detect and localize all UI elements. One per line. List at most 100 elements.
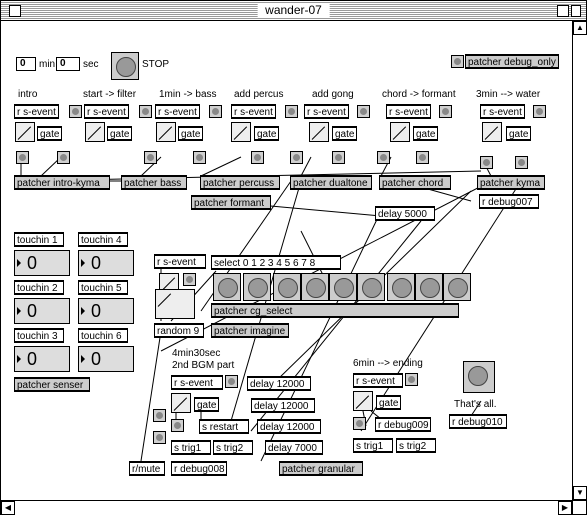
touchin-4[interactable]: touchin 4 bbox=[78, 232, 128, 247]
bang-icon[interactable] bbox=[209, 105, 222, 118]
r-s-event[interactable]: r s-event bbox=[14, 104, 59, 119]
cg-bang-2[interactable] bbox=[273, 273, 301, 301]
delay-12000[interactable]: delay 12000 bbox=[251, 398, 315, 413]
bang-icon[interactable] bbox=[480, 156, 493, 169]
r-s-event[interactable]: r s-event bbox=[155, 104, 200, 119]
debug-bang[interactable] bbox=[451, 55, 464, 68]
patcher-intro-kyma[interactable]: patcher intro-kyma bbox=[14, 175, 110, 190]
touchin-1[interactable]: touchin 1 bbox=[14, 232, 64, 247]
bang-icon[interactable] bbox=[533, 105, 546, 118]
scroll-down-arrow-icon[interactable]: ▼ bbox=[573, 486, 587, 500]
select-0-8[interactable]: select 0 1 2 3 4 5 6 7 8 bbox=[211, 255, 341, 270]
vertical-scrollbar[interactable]: ▲ ▼ bbox=[572, 21, 587, 500]
s-trig2[interactable]: s trig2 bbox=[213, 440, 253, 455]
gate-object[interactable]: gate bbox=[413, 126, 439, 141]
bang-icon[interactable] bbox=[153, 431, 166, 444]
cg-bang-0[interactable] bbox=[213, 273, 241, 301]
bang-icon[interactable] bbox=[285, 105, 298, 118]
gate-toggle[interactable] bbox=[353, 391, 373, 411]
patcher-canvas[interactable]: 0 min 0 sec STOP patcher debug_only intr… bbox=[1, 21, 572, 500]
r-debug009[interactable]: r debug009 bbox=[375, 417, 431, 432]
s-trig1[interactable]: s trig1 bbox=[171, 440, 211, 455]
patcher-percuss[interactable]: patcher percuss bbox=[200, 175, 280, 190]
patcher-kyma[interactable]: patcher kyma bbox=[477, 175, 545, 190]
touchin-2-value[interactable]: 0 bbox=[14, 298, 70, 324]
cg-bang-5[interactable] bbox=[357, 273, 385, 301]
touchin-3[interactable]: touchin 3 bbox=[14, 328, 64, 343]
delay-12000[interactable]: delay 12000 bbox=[257, 419, 321, 434]
touchin-2[interactable]: touchin 2 bbox=[14, 280, 64, 295]
cg-bang-1[interactable] bbox=[243, 273, 271, 301]
r-s-event[interactable]: r s-event bbox=[84, 104, 129, 119]
bang-icon[interactable] bbox=[69, 105, 82, 118]
gate-toggle[interactable] bbox=[156, 122, 176, 142]
bang-icon[interactable] bbox=[357, 105, 370, 118]
touchin-5-value[interactable]: 0 bbox=[78, 298, 134, 324]
gate-object[interactable]: gate bbox=[107, 126, 133, 141]
bang-icon[interactable] bbox=[251, 151, 264, 164]
patcher-cg-select[interactable]: patcher cg_select bbox=[211, 303, 459, 318]
gate-object[interactable]: gate bbox=[332, 126, 358, 141]
r-s-event[interactable]: r s-event bbox=[353, 373, 403, 388]
collapse-box[interactable] bbox=[571, 5, 581, 17]
cg-bang-4[interactable] bbox=[329, 273, 357, 301]
bang-icon[interactable] bbox=[515, 156, 528, 169]
gate-toggle[interactable] bbox=[482, 122, 502, 142]
touchin-6[interactable]: touchin 6 bbox=[78, 328, 128, 343]
close-box[interactable] bbox=[9, 5, 21, 17]
patcher-granular[interactable]: patcher granular bbox=[279, 461, 363, 476]
bang-icon[interactable] bbox=[171, 419, 184, 432]
gate-toggle[interactable] bbox=[15, 122, 35, 142]
random-9[interactable]: random 9 bbox=[154, 323, 204, 338]
patcher-senser[interactable]: patcher senser bbox=[14, 377, 90, 392]
bang-icon[interactable] bbox=[439, 105, 452, 118]
resize-handle-icon[interactable] bbox=[572, 500, 587, 515]
patcher-formant[interactable]: patcher formant bbox=[191, 195, 271, 210]
patcher-chord[interactable]: patcher chord bbox=[379, 175, 451, 190]
bang-icon[interactable] bbox=[153, 409, 166, 422]
stop-button[interactable] bbox=[111, 52, 139, 80]
patcher-dualtone[interactable]: patcher dualtone bbox=[290, 175, 372, 190]
r-s-event[interactable]: r s-event bbox=[386, 104, 431, 119]
s-trig2[interactable]: s trig2 bbox=[396, 438, 436, 453]
patcher-bass[interactable]: patcher bass bbox=[121, 175, 187, 190]
gate-object[interactable]: gate bbox=[254, 126, 280, 141]
thats-all-bang[interactable] bbox=[463, 361, 495, 393]
horizontal-scrollbar[interactable]: ◀ ▶ bbox=[1, 500, 572, 515]
bang-icon[interactable] bbox=[193, 151, 206, 164]
touchin-6-value[interactable]: 0 bbox=[78, 346, 134, 372]
touchin-4-value[interactable]: 0 bbox=[78, 250, 134, 276]
gate-toggle[interactable] bbox=[171, 393, 191, 413]
bang-icon[interactable] bbox=[405, 373, 418, 386]
cg-bang-8[interactable] bbox=[443, 273, 471, 301]
bang-icon[interactable] bbox=[332, 151, 345, 164]
scroll-left-arrow-icon[interactable]: ◀ bbox=[1, 501, 15, 515]
seconds-number-box[interactable]: 0 bbox=[56, 57, 80, 71]
zoom-box[interactable] bbox=[557, 5, 569, 17]
gate-object[interactable]: gate bbox=[194, 397, 220, 412]
gate-toggle[interactable] bbox=[231, 122, 251, 142]
scroll-right-arrow-icon[interactable]: ▶ bbox=[558, 501, 572, 515]
gate-object[interactable]: gate bbox=[506, 126, 532, 141]
title-bar[interactable]: wander-07 bbox=[1, 1, 586, 21]
r-mute[interactable]: r/mute bbox=[129, 461, 165, 476]
bang-icon[interactable] bbox=[16, 151, 29, 164]
gate-toggle[interactable] bbox=[390, 122, 410, 142]
gate-object[interactable]: gate bbox=[37, 126, 63, 141]
r-debug008[interactable]: r debug008 bbox=[171, 461, 227, 476]
delay-5000[interactable]: delay 5000 bbox=[375, 206, 435, 221]
touchin-1-value[interactable]: 0 bbox=[14, 250, 70, 276]
delay-12000[interactable]: delay 12000 bbox=[247, 376, 311, 391]
random-switch-icon[interactable] bbox=[155, 289, 195, 319]
gate-object[interactable]: gate bbox=[178, 126, 204, 141]
patcher-imagine[interactable]: patcher imagine bbox=[211, 323, 289, 338]
r-s-event[interactable]: r s-event bbox=[304, 104, 349, 119]
minutes-number-box[interactable]: 0 bbox=[16, 57, 36, 71]
bang-icon[interactable] bbox=[139, 105, 152, 118]
cg-bang-3[interactable] bbox=[301, 273, 329, 301]
gate-toggle[interactable] bbox=[85, 122, 105, 142]
r-debug010[interactable]: r debug010 bbox=[449, 414, 507, 429]
scroll-up-arrow-icon[interactable]: ▲ bbox=[573, 21, 587, 35]
bang-icon[interactable] bbox=[290, 151, 303, 164]
r-debug007[interactable]: r debug007 bbox=[479, 194, 539, 209]
